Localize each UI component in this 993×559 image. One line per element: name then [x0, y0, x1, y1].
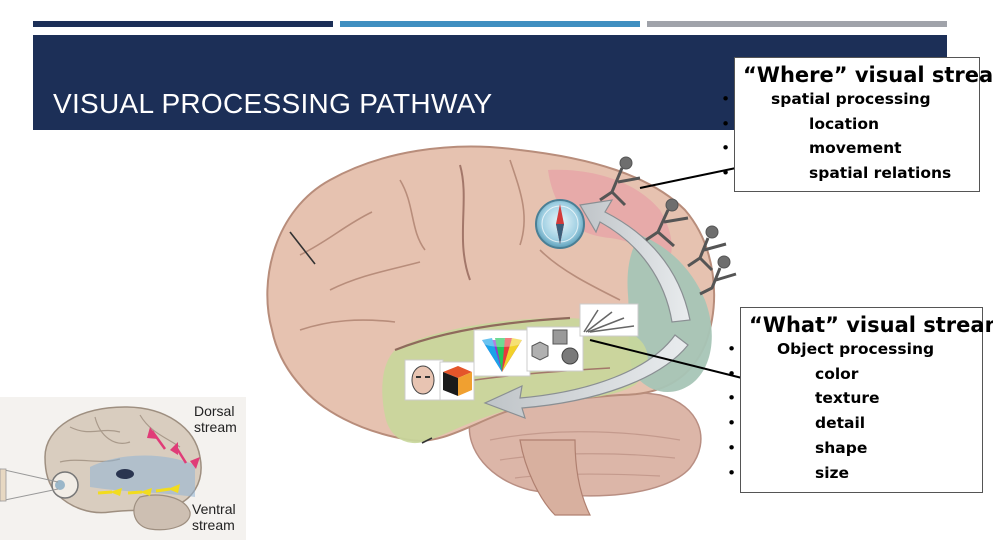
- what-callout-line: [589, 339, 743, 379]
- what-item-detail: detail: [727, 411, 974, 436]
- inset-brain-illustration: [0, 406, 202, 531]
- inset-dorsal-arrows: [147, 427, 200, 469]
- what-list: Object processing color texture detail s…: [727, 337, 974, 486]
- what-level1-item: Object processing: [727, 337, 974, 362]
- what-item-texture: texture: [727, 386, 974, 411]
- shape-primitives-icon: [526, 326, 584, 372]
- what-heading: “What” visual stream: [749, 313, 993, 337]
- top-bar-blue: [340, 21, 640, 27]
- ventral-stream-arrow: [483, 334, 689, 419]
- streams-inset-image: Dorsal stream Ventral stream: [0, 397, 246, 540]
- what-item-size: size: [727, 461, 974, 486]
- ventral-stream-label: Ventral stream: [192, 501, 236, 533]
- brain-stem: [519, 439, 591, 516]
- dorsal-stream-arrow: [579, 199, 691, 323]
- texture-cube-icon: [439, 361, 475, 401]
- dorsal-stream-label: Dorsal stream: [194, 403, 237, 435]
- where-list: spatial processing location movement spa…: [721, 87, 971, 186]
- what-stream-box: “What” visual stream Object processing c…: [727, 307, 993, 493]
- where-level1-item: spatial processing: [721, 87, 971, 112]
- movement-figures-icon: [599, 156, 737, 296]
- where-callout-line: [639, 167, 737, 189]
- color-wheel-icon: [473, 329, 531, 377]
- dorsal-label-line2: stream: [194, 419, 237, 435]
- where-stream-box: “Where” visual stream spatial processing…: [721, 57, 993, 192]
- face-image-icon: [404, 359, 444, 401]
- where-item-spatial-relations: spatial relations: [721, 161, 971, 186]
- what-item-shape: shape: [727, 436, 974, 461]
- ventral-label-line2: stream: [192, 517, 235, 533]
- slide-title: VISUAL PROCESSING PATHWAY: [53, 88, 493, 119]
- where-heading: “Where” visual stream: [743, 63, 993, 87]
- where-item-location: location: [721, 112, 971, 137]
- where-item-movement: movement: [721, 136, 971, 161]
- inset-ventral-arrows: [97, 484, 180, 496]
- what-item-color: color: [727, 362, 974, 387]
- compass-icon: [535, 199, 585, 249]
- ventral-label-line1: Ventral: [192, 501, 236, 517]
- top-bar-gray: [647, 21, 947, 27]
- top-bar-dark: [33, 21, 333, 27]
- line-orientation-icon: [579, 303, 639, 337]
- dorsal-label-line1: Dorsal: [194, 403, 235, 419]
